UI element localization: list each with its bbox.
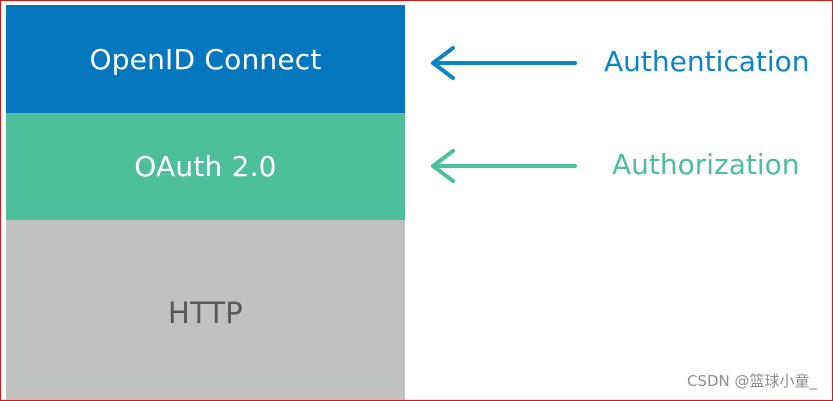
layer-oauth-2: OAuth 2.0 [6, 113, 405, 220]
authentication-label: Authentication [604, 45, 810, 78]
watermark-text: CSDN @篮球小童_ [686, 372, 817, 390]
left-arrow-icon [431, 46, 577, 80]
authorization-label: Authorization [612, 148, 800, 181]
left-arrow-icon [431, 149, 577, 183]
layer-http: HTTP [6, 220, 405, 400]
protocol-stack: OpenID Connect OAuth 2.0 HTTP [6, 5, 405, 400]
layer-openid-connect: OpenID Connect [6, 5, 405, 113]
